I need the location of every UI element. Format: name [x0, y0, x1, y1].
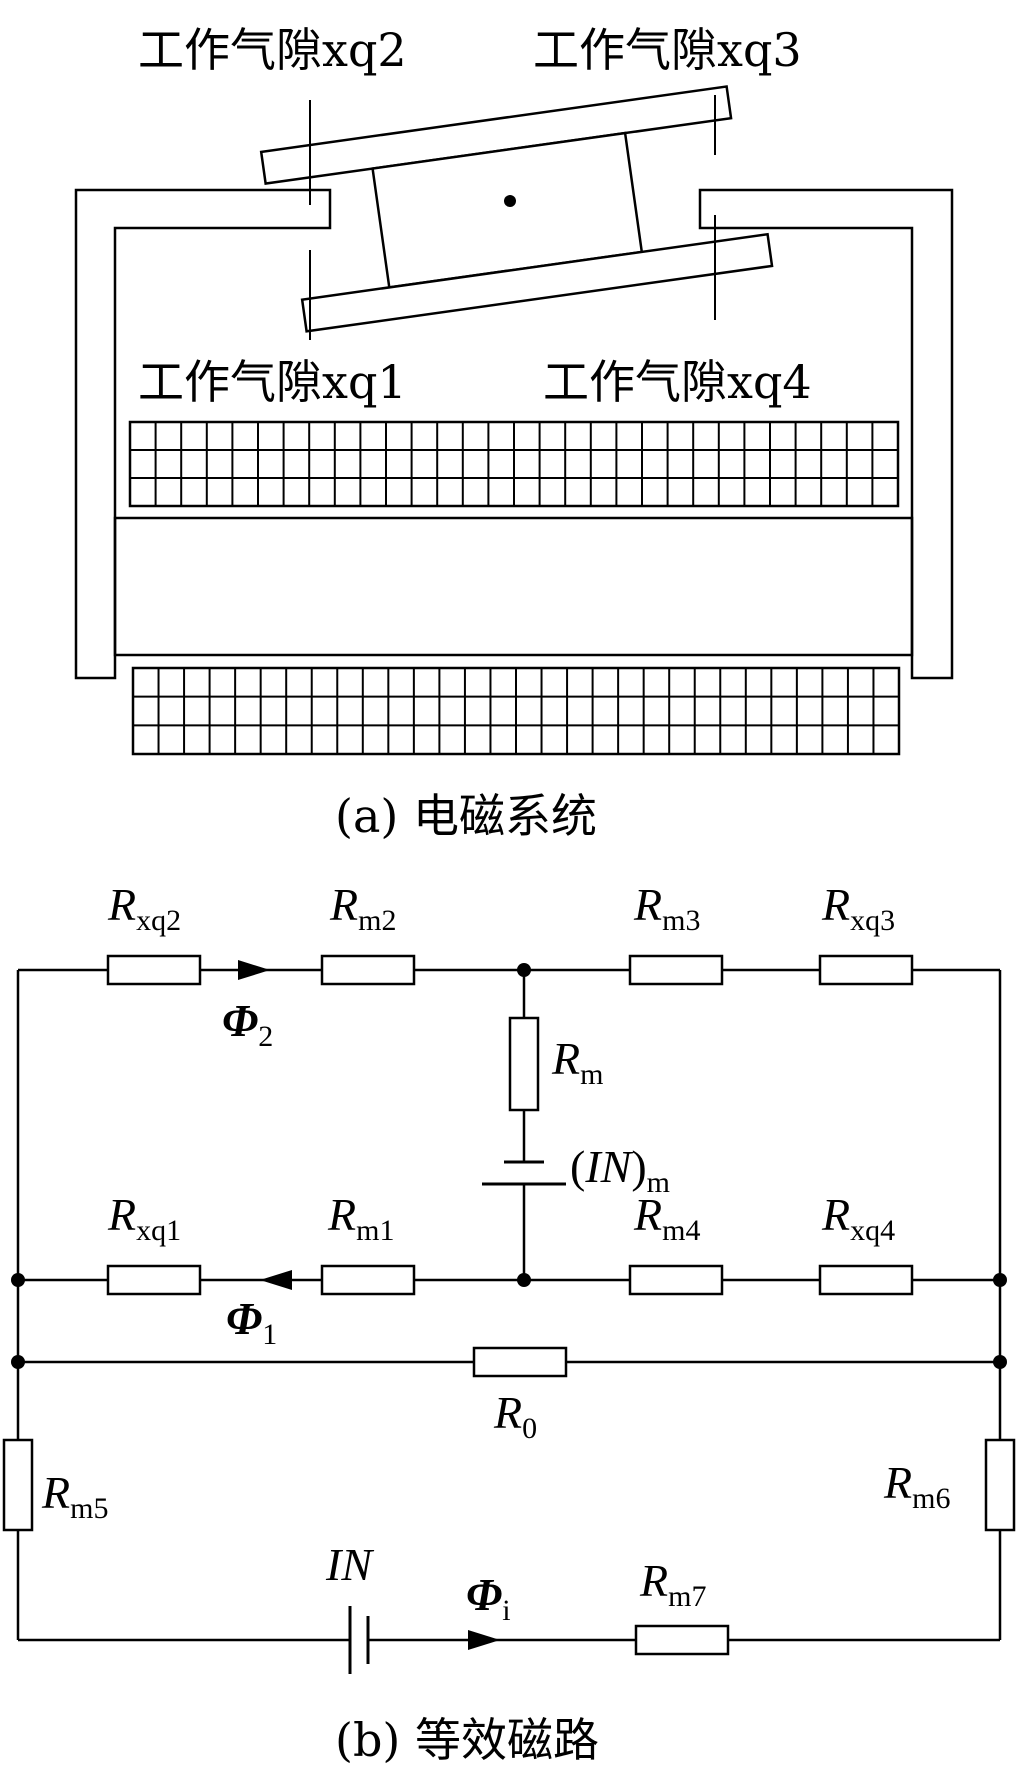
- resistor-m5: [2, 1438, 34, 1532]
- label-phi2: Φ2: [222, 995, 273, 1053]
- resistor-m: [508, 1016, 540, 1112]
- junction-mid-left: [11, 1273, 25, 1287]
- label-coil-source: IN: [325, 1539, 374, 1590]
- resistor-xq2: [106, 954, 202, 986]
- right-yoke: [698, 188, 954, 680]
- flux-arrow-phi1: [260, 1270, 292, 1290]
- label-r-m2: Rm2: [329, 879, 396, 937]
- caption-a: (a) 电磁系统: [335, 789, 597, 843]
- resistor-m2: [320, 954, 416, 986]
- label-phi1: Φ1: [226, 1293, 277, 1351]
- resistor-xq1: [106, 1264, 202, 1296]
- label-r-m7: Rm7: [639, 1555, 706, 1613]
- pivot-point: [504, 195, 516, 207]
- gap-label-xq3: 工作气隙xq3: [533, 23, 802, 77]
- label-r-m5: Rm5: [41, 1467, 108, 1525]
- equivalent-magnetic-circuit: Rxq2 Rm2 Rm3 Rxq3 Rm Rxq1 Rm1 Rm4 Rxq4 R…: [2, 879, 1016, 1767]
- resistor-m1: [320, 1264, 416, 1296]
- label-r-0: R0: [493, 1387, 537, 1445]
- flux-arrow-phii: [468, 1630, 500, 1650]
- junction-mid-center: [517, 1273, 531, 1287]
- label-r-xq3: Rxq3: [821, 879, 895, 937]
- resistor-xq4: [818, 1264, 914, 1296]
- label-r-m6: Rm6: [883, 1457, 950, 1515]
- junction-r0-left: [11, 1355, 25, 1369]
- resistor-m3: [628, 954, 724, 986]
- label-r-xq2: Rxq2: [107, 879, 181, 937]
- label-magnet-source: (IN)m: [570, 1141, 670, 1199]
- label-r-m: Rm: [551, 1033, 603, 1091]
- lower-coil: [131, 666, 901, 756]
- electromagnetic-system: 工作气隙xq2 工作气隙xq3 工作气隙xq1 工作气隙xq4 (a) 电磁系统: [74, 23, 954, 843]
- label-r-xq1: Rxq1: [107, 1189, 181, 1247]
- resistor-xq3: [818, 954, 914, 986]
- resistor-r0: [472, 1346, 568, 1378]
- junction-r0-right: [993, 1355, 1007, 1369]
- upper-coil: [128, 420, 900, 508]
- gap-label-xq1: 工作气隙xq1: [138, 355, 407, 409]
- armature: [259, 85, 774, 333]
- gap-label-xq4: 工作气隙xq4: [543, 355, 812, 409]
- junction-top-center: [517, 963, 531, 977]
- label-r-m4: Rm4: [633, 1189, 700, 1247]
- resistor-m4: [628, 1264, 724, 1296]
- resistor-m7: [634, 1624, 730, 1656]
- label-r-m3: Rm3: [633, 879, 700, 937]
- core-body: [113, 516, 914, 657]
- resistor-m6: [984, 1438, 1016, 1532]
- label-phii: Φi: [466, 1569, 511, 1627]
- label-r-m1: Rm1: [327, 1189, 394, 1247]
- label-r-xq4: Rxq4: [821, 1189, 895, 1247]
- flux-arrow-phi2: [238, 960, 270, 980]
- gap-label-xq2: 工作气隙xq2: [138, 23, 407, 77]
- junction-mid-right: [993, 1273, 1007, 1287]
- left-yoke: [74, 188, 332, 680]
- caption-b: (b) 等效磁路: [335, 1713, 599, 1767]
- armature-lower-plate: [300, 232, 774, 333]
